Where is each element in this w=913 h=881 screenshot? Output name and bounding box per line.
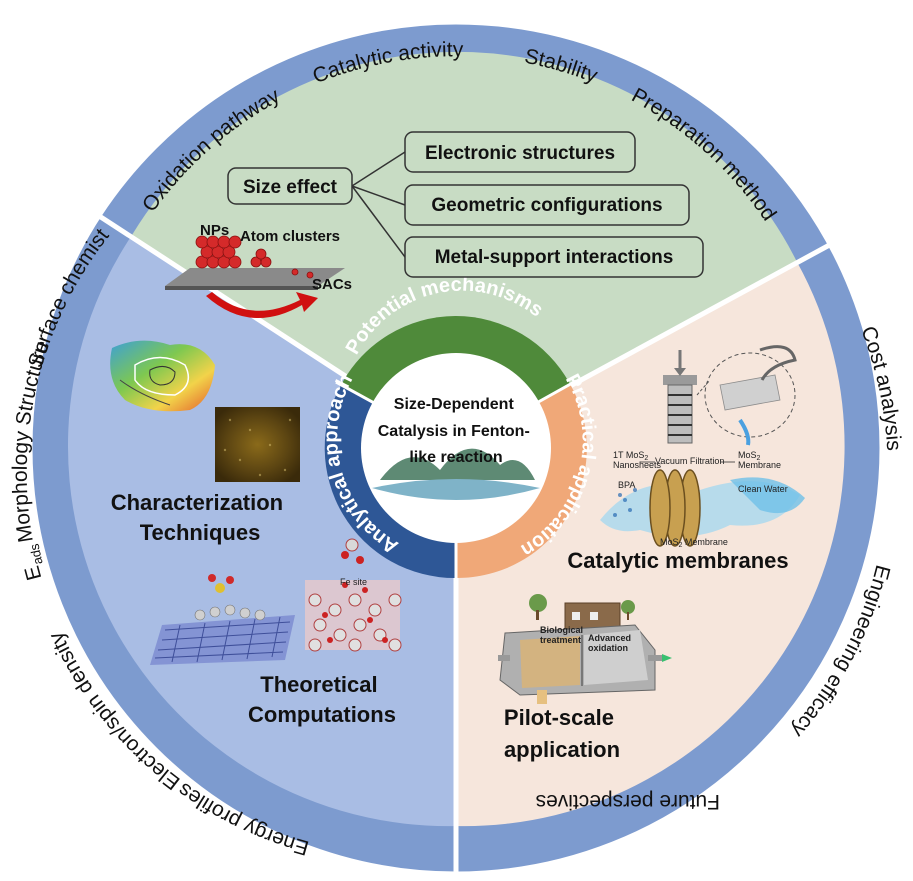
vacuum-filtration-illustration: 1T MoS2 Nanosheets Vacuum Filtration MoS… [613, 450, 781, 470]
center-line2: Catalysis in Fenton- [378, 423, 530, 440]
pilot-line1: Pilot-scale [504, 705, 614, 730]
label-atom-clusters: Atom clusters [240, 228, 340, 245]
atom-cluster-dots [250, 248, 314, 279]
catalytic-membranes-label: Catalytic membranes [567, 548, 788, 573]
center-circle [361, 353, 551, 543]
membrane-reactor-illustration [663, 345, 797, 446]
label-nps: NPs [200, 222, 229, 239]
label-ads: ads [26, 542, 45, 566]
label-membrane: Membrane [738, 460, 781, 470]
center-line1: Size-Dependent [394, 396, 515, 413]
label-treatment: treatment [540, 635, 581, 645]
membrane-disk-illustration: BPA Clean Water MoS2 Membrane [600, 469, 805, 549]
label-bpa: BPA [618, 480, 635, 490]
size-effect-label: Size effect [243, 177, 338, 198]
micrograph-image [215, 407, 300, 482]
center-line3: like reaction [409, 449, 502, 466]
characterization-techniques-label: Characterization Techniques [111, 490, 290, 545]
branch-lines [351, 151, 406, 258]
size-reduction-arrow [206, 292, 318, 319]
label-advanced: Advanced [588, 633, 631, 643]
label-1t-mos2: 1T MoS2 [613, 450, 648, 462]
label-future-perspectives-wrap: Future perspectives [536, 790, 720, 813]
label-e: E [20, 563, 46, 582]
pilot-scale-label: Pilot-scale application [504, 705, 620, 762]
metal-support-box [404, 236, 704, 278]
characterization-line1: Characterization [111, 490, 283, 515]
theoretical-computations-label: Theoretical Computations [248, 672, 396, 727]
label-mos2: MoS2 [738, 450, 761, 462]
dft-slab-model [150, 574, 295, 665]
electronic-structures-label: Electronic structures [425, 143, 615, 164]
geometric-configurations-label: Geometric configurations [431, 195, 662, 216]
electronic-structures-box [404, 131, 636, 173]
support-plane [165, 268, 345, 286]
pilot-line2: application [504, 737, 620, 762]
fe-site-label: Fe site [340, 577, 367, 587]
label-sacs: SACs [312, 276, 352, 293]
theoretical-line1: Theoretical [260, 672, 377, 697]
label-mos2-membrane: MoS2 Membrane [660, 537, 728, 549]
label-oxidation: oxidation [588, 643, 628, 653]
characterization-images [110, 340, 300, 482]
label-clean-water: Clean Water [738, 484, 788, 494]
label-future-perspectives: Future perspectives [536, 790, 720, 813]
fe-site-model: Fe site [305, 538, 402, 652]
characterization-line2: Techniques [140, 520, 261, 545]
pilot-plant-illustration: Biological treatment Advanced oxidation [498, 594, 672, 704]
geometric-configurations-box [404, 184, 690, 226]
landscape-icon [372, 448, 540, 500]
nanoparticle-cluster [195, 235, 242, 269]
size-scale-illustration: NPs Atom clusters SACs [165, 222, 352, 319]
theoretical-line2: Computations [248, 702, 396, 727]
center-title: Size-Dependent Catalysis in Fenton- like… [378, 396, 534, 466]
contour-map-image [110, 340, 215, 412]
size-effect-group: Size effect Electronic structures Geomet… [227, 131, 704, 278]
label-vacuum-filtration: Vacuum Filtration [655, 456, 724, 466]
label-nanosheets: Nanosheets [613, 460, 662, 470]
label-eads-wrap: Eads [20, 542, 46, 583]
micrograph-speckles [223, 418, 292, 477]
label-biological: Biological [540, 625, 583, 635]
metal-support-label: Metal-support interactions [435, 247, 674, 268]
